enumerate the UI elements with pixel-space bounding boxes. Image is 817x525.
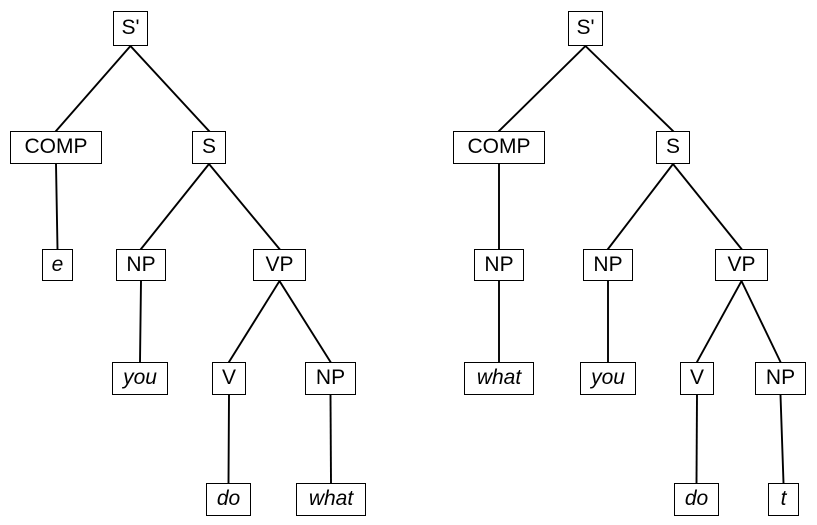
node-label: NP	[315, 366, 346, 389]
tree-branch-L-NP1-to-L-you	[139, 280, 142, 363]
node-label: e	[51, 252, 64, 276]
node-label: VP	[727, 252, 756, 276]
category-node-r-v: V	[680, 362, 714, 395]
tree-branch-R-NP2-to-R-t	[779, 394, 785, 484]
node-label: NP	[484, 252, 514, 276]
node-label: NP	[126, 252, 156, 276]
category-node-r-sbar: S'	[568, 11, 603, 46]
node-label: t	[780, 487, 787, 510]
tree-branch-R-Sbar-to-R-S	[584, 44, 675, 133]
category-node-l-vp: VP	[253, 249, 306, 281]
node-label: V	[689, 366, 704, 389]
terminal-node-r-you: you	[580, 362, 636, 395]
node-label: do	[684, 487, 709, 510]
tree-branch-L-S-to-L-NP1	[139, 162, 211, 251]
node-label: you	[123, 366, 157, 389]
category-node-l-s: S	[192, 131, 226, 164]
tree-branch-L-VP-to-L-V	[227, 279, 281, 364]
category-node-l-np2: NP	[305, 362, 356, 395]
terminal-node-r-do: do	[674, 483, 719, 516]
terminal-node-r-t: t	[768, 483, 799, 516]
tree-branch-R-Sbar-to-R-COMP	[497, 44, 587, 133]
node-label: V	[221, 366, 236, 389]
terminal-node-r-what: what	[464, 362, 534, 395]
category-node-r-s: S	[656, 131, 690, 164]
node-label: do	[216, 487, 241, 510]
terminal-node-l-do: do	[206, 483, 251, 516]
category-node-r-np0: NP	[474, 249, 524, 281]
node-label: NP	[765, 366, 796, 389]
tree-branch-L-S-to-L-VP	[207, 162, 281, 251]
terminal-node-l-e: e	[42, 249, 73, 281]
tree-branch-R-VP-to-R-NP2	[740, 279, 782, 364]
node-label: S	[665, 135, 680, 158]
node-label: NP	[593, 252, 623, 276]
tree-branch-L-NP2-to-L-what	[329, 394, 332, 484]
category-node-l-np1: NP	[116, 249, 166, 281]
category-node-l-comp: COMP	[10, 131, 102, 164]
tree-branch-L-COMP-to-L-e	[55, 163, 59, 250]
node-label: COMP	[467, 135, 531, 158]
terminal-node-l-what: what	[296, 483, 366, 516]
tree-branch-L-Sbar-to-L-COMP	[54, 44, 132, 133]
category-node-r-comp: COMP	[453, 131, 545, 164]
node-label: what	[476, 366, 522, 389]
tree-branch-R-S-to-R-VP	[671, 162, 743, 251]
terminal-node-l-you: you	[112, 362, 168, 395]
tree-branch-L-Sbar-to-L-S	[129, 44, 211, 133]
category-node-l-v: V	[212, 362, 246, 395]
category-node-r-np2: NP	[755, 362, 806, 395]
category-node-r-np1: NP	[583, 249, 633, 281]
tree-branch-L-VP-to-L-NP2	[278, 279, 332, 364]
node-label: COMP	[24, 135, 88, 158]
tree-branch-R-S-to-R-NP1	[606, 162, 675, 251]
node-label: S'	[576, 16, 595, 39]
node-label: S'	[121, 16, 140, 39]
category-node-r-vp: VP	[715, 249, 768, 281]
tree-branch-R-VP-to-R-V	[695, 279, 743, 364]
node-label: VP	[265, 252, 294, 276]
node-label: what	[308, 487, 354, 510]
category-node-l-sbar: S'	[113, 11, 148, 46]
tree-branch-R-V-to-R-do	[695, 394, 698, 484]
node-label: you	[591, 366, 625, 389]
node-label: S	[201, 135, 216, 158]
tree-branch-L-V-to-L-do	[227, 394, 230, 484]
